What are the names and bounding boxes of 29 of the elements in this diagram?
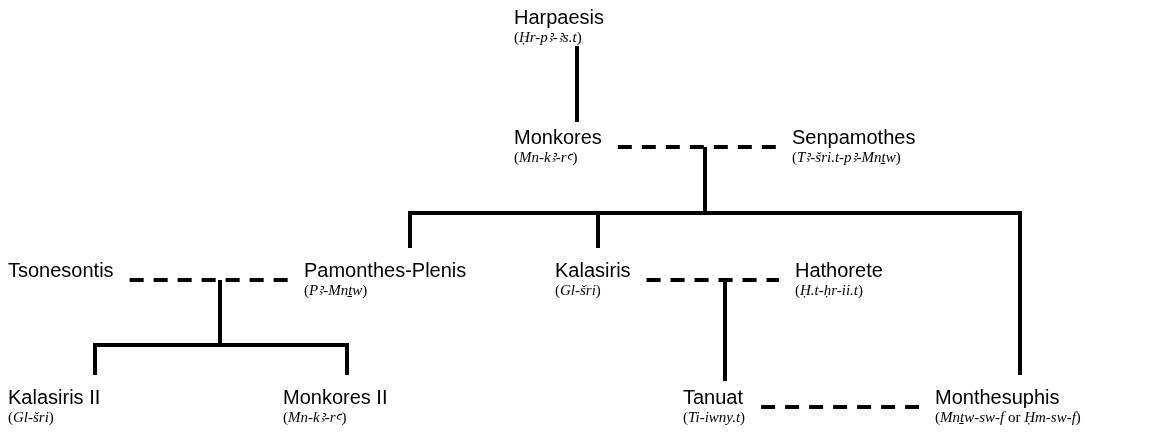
person-name: Monthesuphis xyxy=(935,385,1061,409)
person-name: Tsonesontis xyxy=(8,258,114,282)
descent-line xyxy=(575,46,579,122)
marriage-line xyxy=(129,278,288,282)
person-name: Monkores xyxy=(514,125,602,149)
name-transliteration: (Tꜣ-šri.t-pꜣ-Mnṯw) xyxy=(792,149,902,166)
name-transliteration: (Mn-kꜣ-rꜥ) xyxy=(283,409,348,426)
person-name: Senpamothes xyxy=(792,125,916,149)
person-name: Kalasiris II xyxy=(8,385,101,409)
name-transliteration: (Ḥ.t-ḥr-ii.t) xyxy=(795,282,865,299)
name-transliteration: (Gl-šri) xyxy=(555,282,602,299)
name-transliteration: (Mn-kꜣ-rꜥ) xyxy=(514,149,579,166)
name-transliteration: (Gl-šri) xyxy=(8,409,55,426)
name-transliteration: (Mnṯw-sw-f or Ḥm-sw-f) xyxy=(935,409,1081,426)
descent-line xyxy=(723,280,727,381)
name-transliteration: (Ḥr-pꜣ-ꜣs.t) xyxy=(514,29,583,46)
marriage-line xyxy=(617,145,776,149)
name-transliteration: (Pꜣ-Mnṯw) xyxy=(304,282,369,299)
name-transliteration: (Ti-iwny.t) xyxy=(683,409,746,426)
marriage-line xyxy=(646,278,779,282)
person-name: Monkores II xyxy=(283,385,388,409)
person-name: Pamonthes-Plenis xyxy=(304,258,467,282)
person-name: Harpaesis xyxy=(514,5,605,29)
descent-line xyxy=(703,147,1022,375)
marriage-line xyxy=(761,405,919,409)
person-name: Tanuat xyxy=(683,385,745,409)
person-name: Kalasiris xyxy=(555,258,631,282)
person-name: Hathorete xyxy=(795,258,883,282)
descent-line xyxy=(218,280,349,375)
